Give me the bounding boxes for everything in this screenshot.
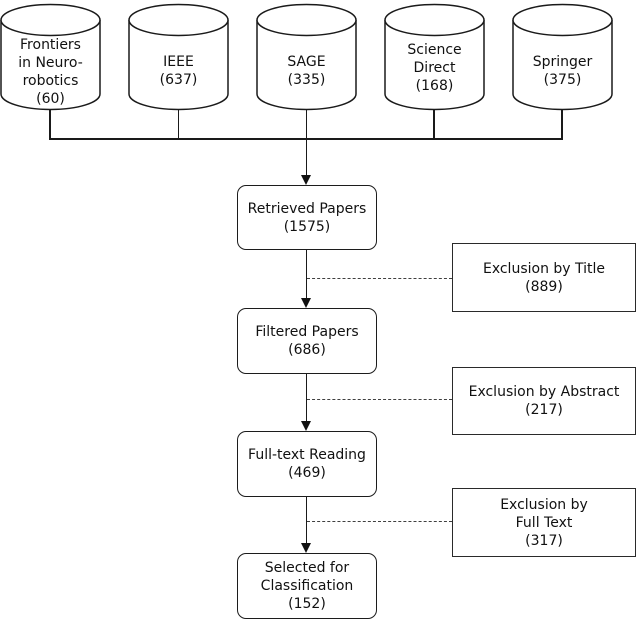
exclusion-box-full-text: Exclusion by Full Text (317) [452,488,636,557]
flow-arrow-line [305,139,308,176]
stage-label: Retrieved Papers (1575) [247,200,367,235]
source-label: SAGE (335) [287,54,326,88]
source-connector-line [305,100,308,140]
database-icon [256,3,357,111]
stage-label: Selected for Classification (152) [260,560,354,612]
exclusion-dashed-connector [307,278,452,280]
arrowhead-down-icon [301,298,311,308]
stage-box-selected-for-classification: Selected for Classification (152) [237,553,377,619]
source-connector-line [177,100,180,140]
database-icon [0,3,101,111]
source-cylinder-frontiers-neurorobotics: Frontiers in Neuro- robotics (60) [0,3,101,111]
exclusion-box-title: Exclusion by Title (889) [452,243,636,312]
flow-arrow-line [305,250,308,299]
sources-bus-line [49,138,563,140]
arrowhead-down-icon [301,543,311,553]
source-label: Frontiers in Neuro- robotics (60) [18,37,83,107]
source-label: Springer (375) [532,54,593,88]
exclusion-label: Exclusion by Full Text (317) [500,496,588,549]
source-cylinder-ieee: IEEE (637) [128,3,229,111]
source-label: IEEE (637) [159,54,198,88]
database-icon [512,3,613,111]
stage-label: Full-text Reading (469) [248,447,366,481]
flow-arrow-line [305,374,308,422]
exclusion-label: Exclusion by Title (889) [482,260,606,295]
source-cylinder-sage: SAGE (335) [256,3,357,111]
stage-label: Filtered Papers (686) [255,324,359,358]
exclusion-dashed-connector [307,399,452,401]
source-label: Science Direct (168) [407,42,462,94]
flow-arrow-line [305,497,308,544]
source-cylinder-science-direct: Science Direct (168) [384,3,485,111]
stage-box-filtered-papers: Filtered Papers (686) [237,308,377,374]
exclusion-label: Exclusion by Abstract (217) [468,384,620,418]
database-icon [128,3,229,111]
exclusion-dashed-connector [307,521,452,523]
source-cylinder-springer: Springer (375) [512,3,613,111]
source-connector-line [561,100,563,140]
stage-box-full-text-reading: Full-text Reading (469) [237,431,377,497]
source-connector-line [433,100,435,140]
arrowhead-down-icon [301,175,311,185]
stage-box-retrieved-papers: Retrieved Papers (1575) [237,185,377,250]
exclusion-box-abstract: Exclusion by Abstract (217) [452,367,636,435]
database-icon [384,3,485,111]
arrowhead-down-icon [301,421,311,431]
source-connector-line [49,100,51,140]
